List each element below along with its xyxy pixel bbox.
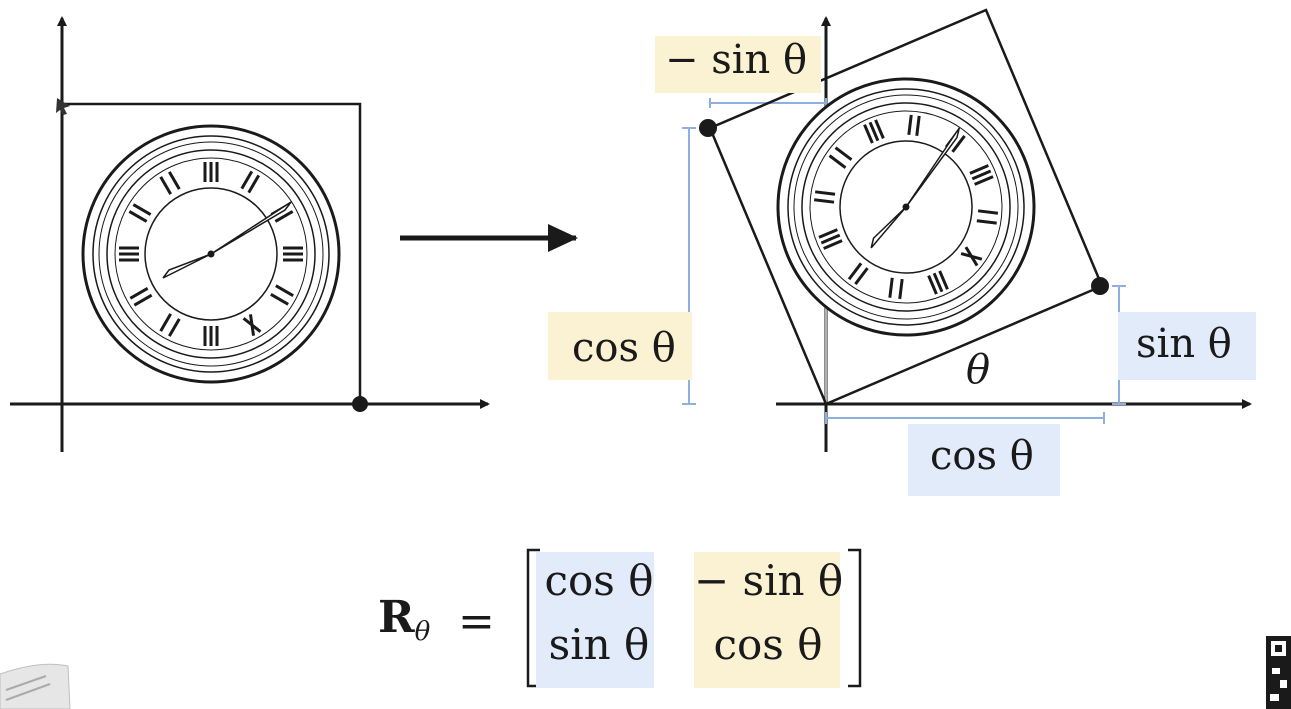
neg-sin-label-top: − sin θ [655, 36, 822, 93]
left-square [62, 102, 362, 404]
rotated-square [708, 8, 1104, 406]
cursor-icon [56, 98, 70, 115]
rotated-frame [682, 8, 1252, 452]
matrix-lhs: Rθ [378, 592, 431, 647]
clock-icon [81, 124, 341, 384]
original-frame [10, 16, 490, 452]
guide-brackets [682, 98, 1126, 424]
matrix-r2c1: sin θ [548, 620, 650, 669]
corner-photo [0, 663, 71, 709]
matrix-r2c2: cos θ [713, 620, 823, 669]
rotated-corner-dot-top [699, 119, 717, 137]
sin-label-right: sin θ [1118, 312, 1256, 380]
left-corner-dot [352, 396, 368, 412]
arrow-right-icon [548, 224, 578, 252]
cos-label-left: cos θ [548, 312, 692, 380]
rotated-corner-dot-right [1091, 277, 1109, 295]
matrix-brackets [526, 548, 862, 688]
qr-code-icon [1266, 636, 1291, 709]
matrix-equals: = [458, 596, 495, 647]
theta-angle-label: θ [966, 347, 991, 393]
matrix-col1-highlight [536, 552, 654, 688]
matrix-r1c1: cos θ [544, 556, 654, 605]
cos-label-bottom: cos θ [908, 424, 1060, 496]
matrix-col2-highlight [694, 552, 840, 688]
matrix-r1c2: − sin θ [694, 556, 844, 605]
